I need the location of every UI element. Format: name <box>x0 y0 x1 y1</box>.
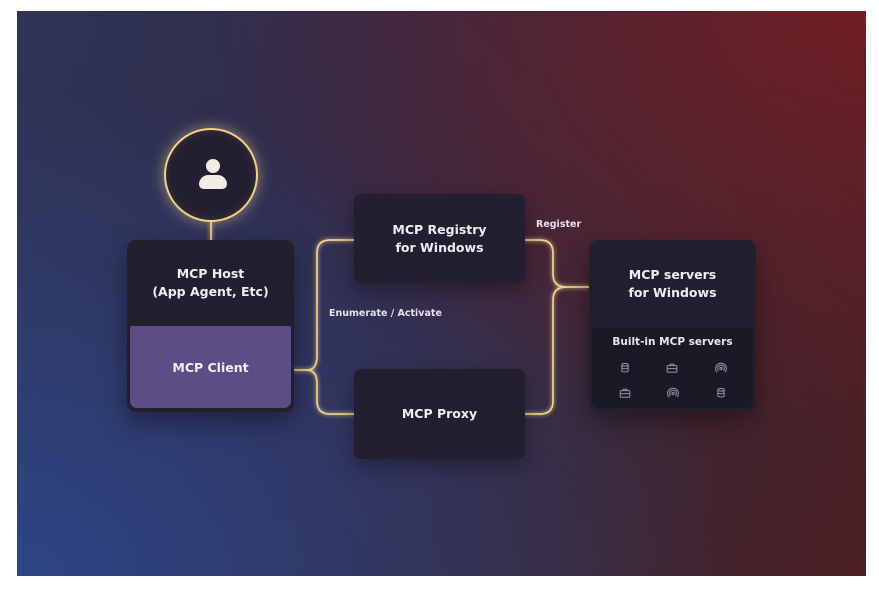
proxy-to-servers-line <box>524 286 567 415</box>
mcp-registry-node: MCP Registry for Windows <box>354 194 525 283</box>
broadcast-icon <box>715 362 727 374</box>
builtin-servers-panel: Built-in MCP servers <box>592 328 753 408</box>
mcp-servers-node: MCP servers for Windows Built-in MCP ser… <box>589 240 756 411</box>
enumerate-activate-label: Enumerate / Activate <box>329 308 442 319</box>
mcp-registry-title: MCP Registry for Windows <box>392 221 487 255</box>
briefcase-icon <box>666 362 678 374</box>
mcp-host-node: MCP Host (App Agent, Etc) MCP Client <box>127 240 294 412</box>
user-node <box>164 128 258 222</box>
mcp-proxy-node: MCP Proxy <box>354 369 525 459</box>
builtin-servers-title: Built-in MCP servers <box>612 336 733 348</box>
user-icon <box>206 159 220 173</box>
broadcast-icon <box>667 387 679 399</box>
client-to-proxy-line <box>306 369 355 415</box>
client-to-registry-line <box>306 239 355 371</box>
mcp-proxy-title: MCP Proxy <box>401 406 478 421</box>
diagram-canvas: MCP Host (App Agent, Etc) MCP Client MCP… <box>17 11 866 576</box>
briefcase-icon <box>619 387 631 399</box>
database-icon <box>715 387 727 399</box>
database-icon <box>619 362 631 374</box>
user-body-icon <box>199 175 227 189</box>
register-label: Register <box>536 219 582 230</box>
connector-lines <box>210 221 590 415</box>
mcp-host-title: MCP Host (App Agent, Etc) <box>152 266 269 299</box>
mcp-client-node: MCP Client <box>130 326 291 408</box>
mcp-servers-title: MCP servers for Windows <box>628 267 717 300</box>
mcp-client-label: MCP Client <box>172 359 249 375</box>
registry-to-servers-line <box>524 239 567 288</box>
